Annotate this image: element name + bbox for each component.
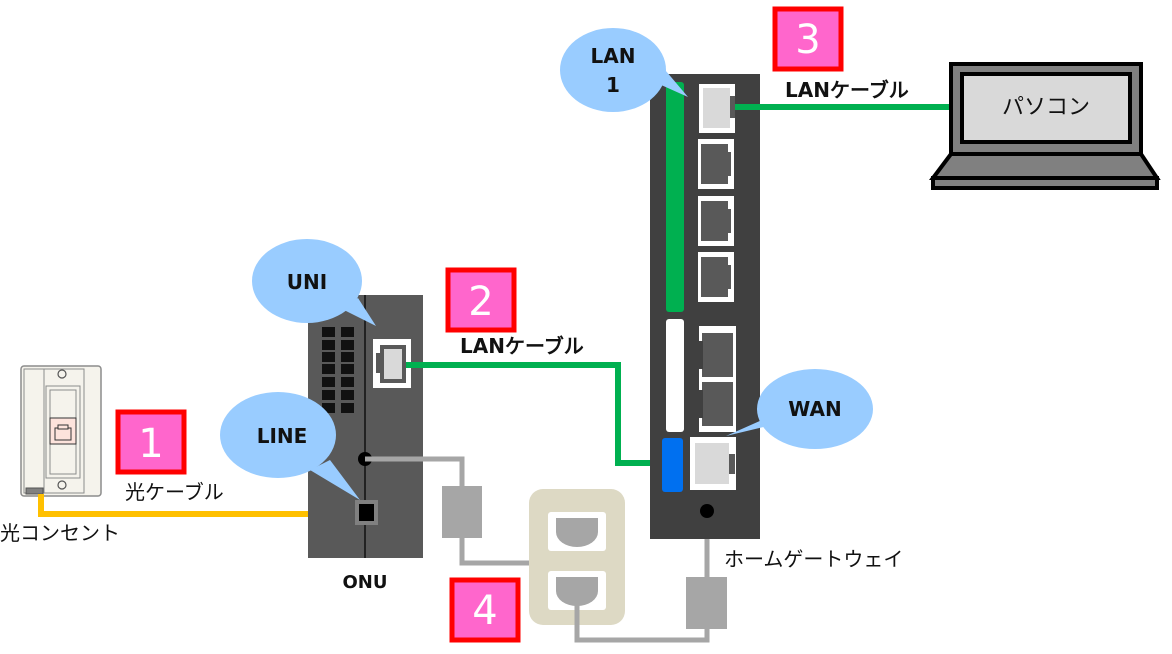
gateway-lan4-port: [698, 252, 734, 302]
phone-cable-onu: [365, 456, 465, 490]
step-number-3: 3: [795, 17, 820, 63]
gateway-wan-port: [690, 437, 736, 490]
wan-callout-text: WAN: [788, 397, 841, 421]
onu-line-port: [355, 500, 378, 525]
gateway-lan1-port: [699, 84, 735, 133]
home-gateway-label: ホームゲートウェイ: [724, 547, 903, 571]
uni-callout-text: UNI: [287, 270, 327, 294]
step-badge-2: 2: [445, 267, 517, 333]
step-badge-3: 3: [772, 6, 844, 72]
lan-cable-label-3: LANケーブル: [785, 78, 909, 102]
gateway-led-blue: [662, 438, 683, 492]
step-number-1: 1: [138, 421, 163, 467]
uni-callout: UNI: [252, 239, 376, 326]
lower-modular-plug: [556, 577, 598, 606]
step-badge-1: 1: [115, 409, 187, 475]
line-callout-text: LINE: [257, 424, 308, 448]
home-gateway-device: [650, 74, 760, 539]
phone-cable-plug-1: [442, 486, 482, 538]
gateway-phone-jack: [700, 504, 714, 518]
optical-outlet: [20, 365, 102, 497]
phone-cable-gateway: [574, 600, 710, 643]
phone-wall-outlet: [529, 489, 625, 625]
step-number-4: 4: [472, 588, 497, 634]
onu-uni-port: [373, 339, 411, 388]
upper-modular-plug: [556, 518, 598, 547]
wan-callout: WAN: [726, 369, 873, 449]
gateway-led-white: [666, 319, 684, 432]
onu-vents: [322, 327, 354, 413]
gateway-tel-ports: [699, 326, 736, 432]
pc-laptop: パソコン: [929, 62, 1161, 190]
gateway-led-green: [666, 82, 684, 312]
step-badge-4: 4: [449, 577, 521, 643]
line-callout: LINE: [220, 392, 360, 500]
lan1-callout-text-1: LAN: [591, 44, 636, 68]
fiber-cable: [38, 494, 360, 517]
lan1-callout-text-2: 1: [606, 73, 620, 97]
pc-label: パソコン: [1002, 95, 1090, 120]
onu-label: ONU: [343, 572, 388, 593]
gateway-lan2-port: [698, 139, 734, 189]
gateway-lan3-port: [698, 196, 734, 246]
fiber-cable-label: 光ケーブル: [125, 480, 224, 504]
lan-cable-label-2: LANケーブル: [460, 334, 584, 358]
lan1-callout: LAN 1: [560, 28, 688, 112]
optical-outlet-label: 光コンセント: [0, 521, 120, 545]
phone-cable-plug-2: [686, 577, 727, 629]
step-number-2: 2: [468, 279, 493, 325]
